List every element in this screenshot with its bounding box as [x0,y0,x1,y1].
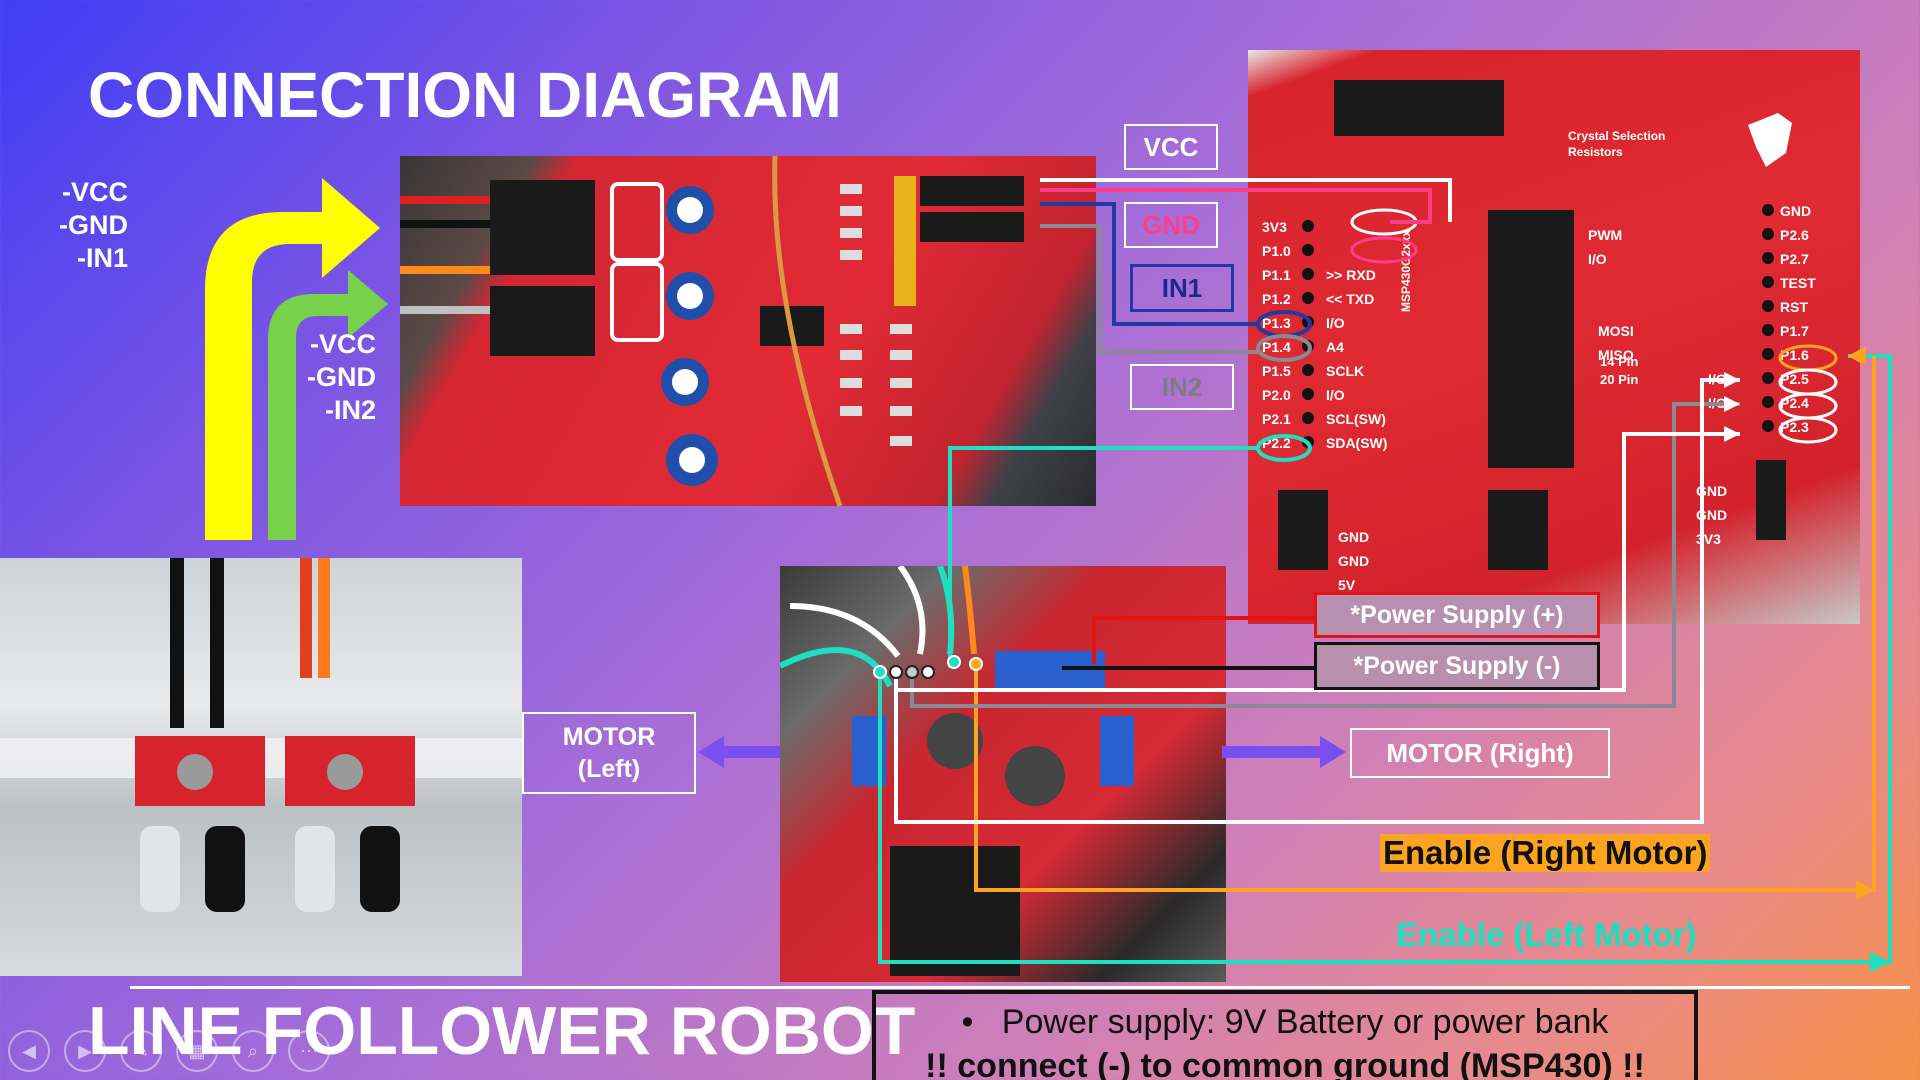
msp-arrow-2 [1724,396,1740,412]
enable-right-bottom-arrowhead [1856,880,1874,900]
prev-icon[interactable]: ◀ [8,1030,50,1072]
motor-driver-photo [780,566,1226,982]
motor-left-line2: (Left) [577,755,641,783]
label-motor-left: MOTOR (Left) [522,712,696,794]
svg-text:P2.0: P2.0 [1262,387,1291,403]
in2-wire [1040,224,1258,354]
svg-text:P1.3: P1.3 [1262,315,1291,331]
svg-text:P2.6: P2.6 [1780,227,1809,243]
yellow-arrow [205,178,380,540]
vcc-wire [1040,178,1452,222]
green-arrow [268,270,388,540]
label-enable-right: Enable (Right Motor) [1380,834,1711,872]
pin-label: -VCC [310,329,376,359]
slides-icon[interactable]: ▦ [176,1030,218,1072]
svg-text:14 Pin: 14 Pin [1600,354,1638,369]
svg-text:<< TXD: << TXD [1326,291,1374,307]
svg-text:RST: RST [1780,299,1808,315]
svg-text:SDA(SW): SDA(SW) [1326,435,1387,451]
svg-text:TEST: TEST [1780,275,1816,291]
footer-title: LINE FOLLOWER ROBOT [88,993,916,1069]
robot-drawing [0,558,522,912]
svg-text:GND: GND [1338,529,1369,545]
label-vcc: VCC [1124,124,1218,170]
pin-label: -GND [59,210,128,240]
in1-wire [1040,202,1258,326]
svg-text:P1.7: P1.7 [1780,323,1809,339]
pin-label: -IN2 [324,395,376,425]
pen-icon[interactable]: ✎ [120,1030,162,1072]
pin-label: -GND [307,362,376,392]
note-line1-text: Power supply: 9V Battery or power bank [1001,1003,1609,1041]
slide-nav: ◀ ▶ ✎ ▦ ⌕ ⋯ [8,1030,330,1072]
svg-text:GND: GND [1780,203,1811,219]
svg-text:5V: 5V [1338,577,1356,593]
motor-right-arrow [1222,736,1346,768]
svg-text:>> RXD: >> RXD [1326,267,1376,283]
svg-text:MSP430G2xxx: MSP430G2xxx [1399,230,1413,312]
svg-text:SCLK: SCLK [1326,363,1364,379]
motor-left-arrow [698,736,780,768]
svg-text:P2.1: P2.1 [1262,411,1291,427]
robot-photo [0,558,522,976]
svg-text:MOSI: MOSI [1598,323,1634,339]
label-enable-left: Enable (Left Motor) [1396,916,1697,953]
label-power-minus: *Power Supply (-) [1314,642,1600,690]
input-white-wire-2 [894,378,1740,824]
power-note-box: • Power supply: 9V Battery or power bank… [872,990,1698,1080]
label-motor-right: MOTOR (Right) [1350,728,1610,778]
msp430-drawing: 3V3 P1.0 P1.1 P1.2 P1.3 P1.4 P1.5 P2.0 P… [1256,80,1838,593]
zoom-icon[interactable]: ⌕ [232,1030,274,1072]
svg-text:P1.0: P1.0 [1262,243,1291,259]
enable-right-wire [974,356,1876,892]
power-plus-wire [1092,616,1314,664]
input-grey-wire [910,402,1740,708]
msp-arrow-3 [1724,426,1740,442]
msp-arrow-1 [1724,372,1740,388]
connector-dots [873,655,983,679]
footer-divider [130,986,1910,989]
motor-left-line1: MOTOR [562,723,656,751]
more-icon[interactable]: ⋯ [288,1030,330,1072]
sensor-board-drawing [400,156,1024,506]
svg-text:GND: GND [1338,553,1369,569]
enable-left-wire [948,446,1258,668]
note-line2: !! connect (-) to common ground (MSP430)… [925,1047,1645,1080]
label-in2: IN2 [1130,364,1234,410]
svg-text:3V3: 3V3 [1262,219,1287,235]
driver-drawing [780,566,1134,976]
svg-text:P2.7: P2.7 [1780,251,1809,267]
svg-text:I/O: I/O [1326,315,1345,331]
page-title: CONNECTION DIAGRAM [88,59,842,131]
label-gnd: GND [1124,202,1218,248]
svg-text:P1.5: P1.5 [1262,363,1291,379]
pin-label: -VCC [62,177,128,207]
enable-right-arrowhead [1848,346,1866,366]
pin-label: -IN1 [76,243,128,273]
svg-text:SCL(SW): SCL(SW) [1326,411,1386,427]
svg-text:P1.1: P1.1 [1262,267,1291,283]
svg-text:P1.2: P1.2 [1262,291,1291,307]
svg-text:I/O: I/O [1588,251,1607,267]
note-line1: • Power supply: 9V Battery or power bank [961,1003,1609,1041]
gnd-wire [1040,188,1432,224]
svg-text:MISO: MISO [1598,347,1634,363]
svg-text:PWM: PWM [1588,227,1622,243]
svg-text:Crystal Selection: Crystal Selection [1568,129,1665,143]
msp430-photo: 3V3 P1.0 P1.1 P1.2 P1.3 P1.4 P1.5 P2.0 P… [1248,50,1860,624]
svg-text:P1.4: P1.4 [1262,339,1291,355]
svg-text:Resistors: Resistors [1568,145,1623,159]
label-in1: IN1 [1130,264,1234,312]
enable-left-arrowhead [1870,952,1890,972]
svg-text:20 Pin: 20 Pin [1600,372,1638,387]
svg-text:A4: A4 [1326,339,1344,355]
svg-text:I/O: I/O [1326,387,1345,403]
sensor-pins-2: -VCC -GND -IN2 [296,328,376,427]
label-power-plus: *Power Supply (+) [1314,592,1600,638]
sensor-pins-1: -VCC -GND -IN1 [52,176,128,275]
next-icon[interactable]: ▶ [64,1030,106,1072]
